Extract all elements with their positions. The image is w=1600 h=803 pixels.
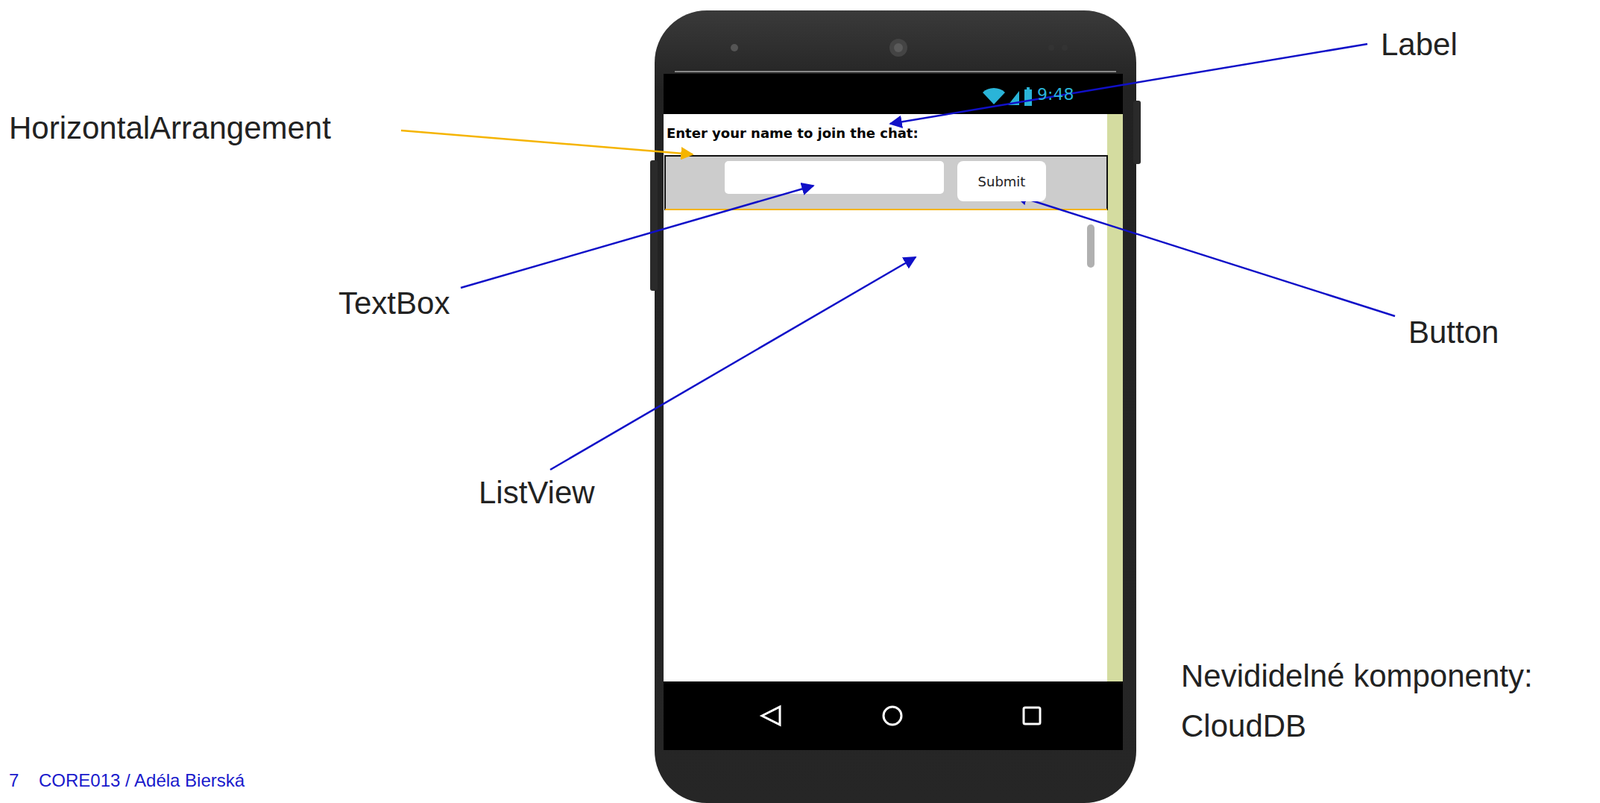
submit-button: Submit	[957, 161, 1047, 202]
part-name: Button	[1408, 314, 1499, 351]
part-name: ListView	[478, 474, 595, 511]
page-number: 7	[8, 770, 19, 792]
note: CloudDB	[1180, 708, 1307, 745]
part-name: TextBox	[338, 285, 450, 322]
footer-text: CORE013 / Adéla Bierská	[38, 770, 245, 792]
button-text: Submit	[978, 173, 1026, 190]
screen-label-text: Enter your name to join the chat:	[666, 125, 919, 141]
part-name: Label	[1380, 26, 1458, 63]
note: Nevididelné komponenty:	[1180, 658, 1533, 695]
part-name: HorizontalArrangement	[8, 110, 332, 147]
status-time: 9:48	[1037, 84, 1074, 104]
